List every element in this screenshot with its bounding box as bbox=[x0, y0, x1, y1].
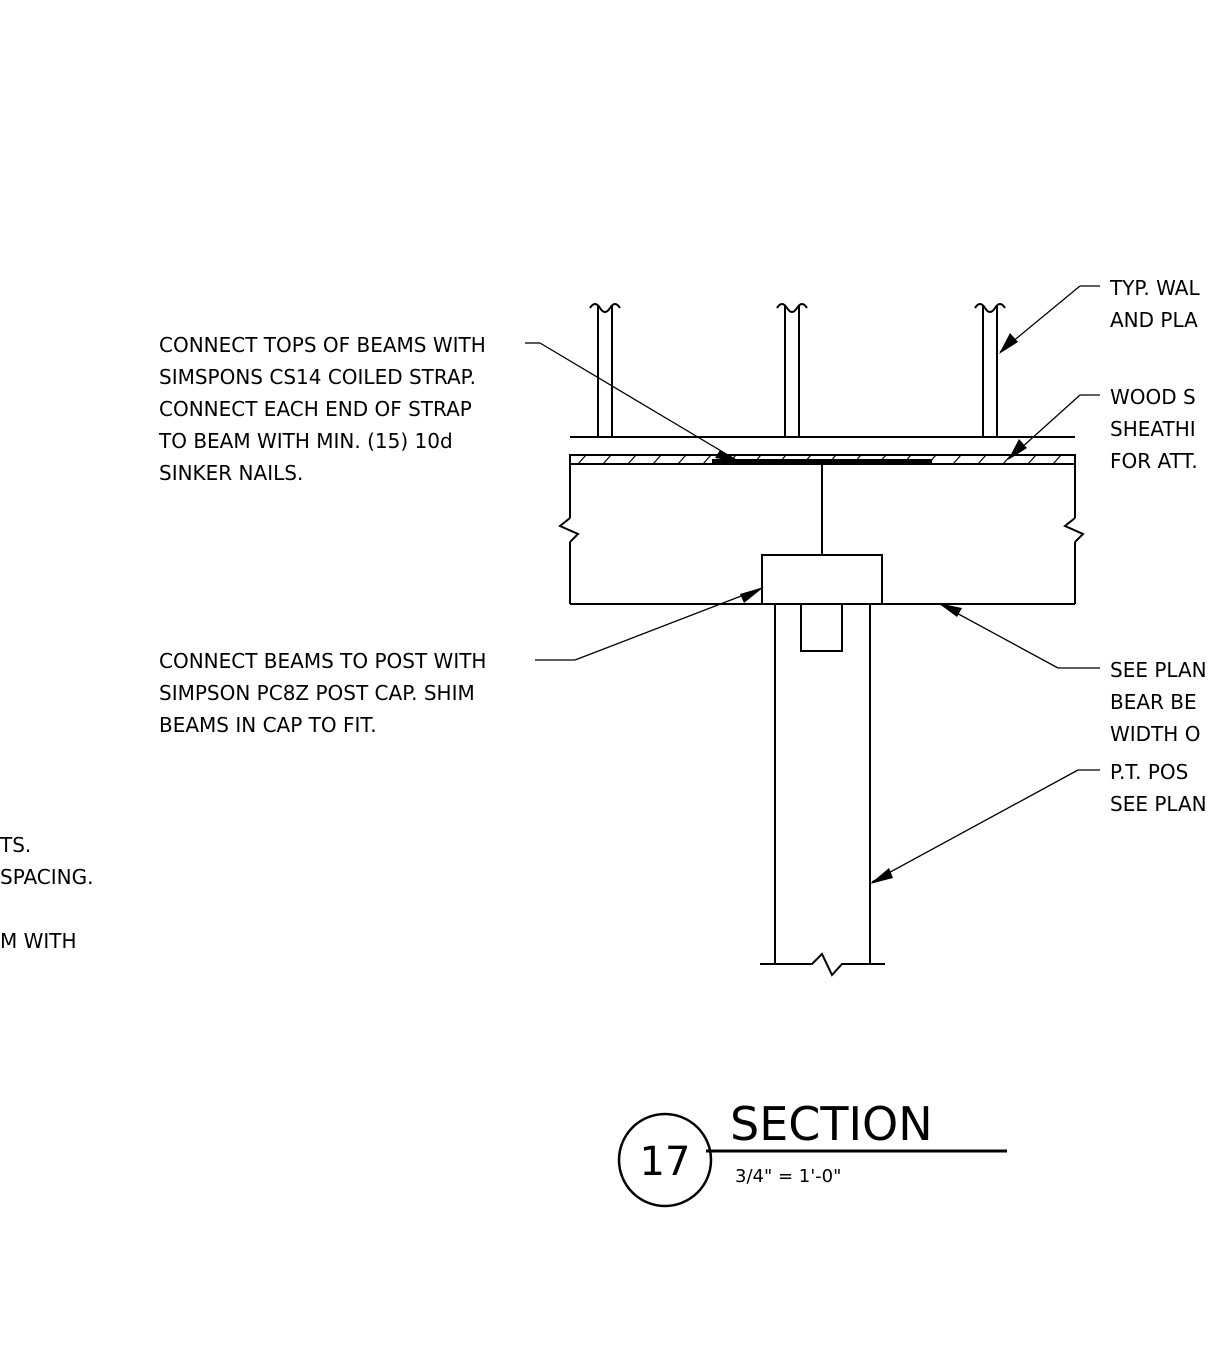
svg-text:SIMSPONS CS14 COILED STRAP.: SIMSPONS CS14 COILED STRAP. bbox=[159, 365, 476, 389]
svg-text:SEE PLAN: SEE PLAN bbox=[1110, 792, 1207, 816]
svg-text:SIMPSON PC8Z POST CAP. SHIM: SIMPSON PC8Z POST CAP. SHIM bbox=[159, 681, 475, 705]
svg-text:SINKER NAILS.: SINKER NAILS. bbox=[159, 461, 303, 485]
section-number-circle bbox=[617, 1112, 713, 1208]
note-wood-sheathing: WOOD S SHEATHI FOR ATT. bbox=[1110, 385, 1198, 473]
beams bbox=[558, 464, 1085, 605]
svg-text:BEAR BE: BEAR BE bbox=[1110, 690, 1197, 714]
leader-arrowheads bbox=[715, 333, 1027, 884]
note-cut-left: TS. SPACING. M WITH bbox=[0, 833, 94, 953]
note-pt-post: P.T. POS SEE PLAN bbox=[1110, 760, 1207, 816]
svg-text:M WITH: M WITH bbox=[0, 929, 77, 953]
svg-text:SEE PLAN: SEE PLAN bbox=[1110, 658, 1207, 682]
svg-text:CONNECT EACH END OF STRAP: CONNECT EACH END OF STRAP bbox=[159, 397, 472, 421]
svg-text:TS.: TS. bbox=[0, 833, 31, 857]
svg-text:AND PLA: AND PLA bbox=[1110, 308, 1198, 332]
svg-text:CONNECT TOPS OF BEAMS WITH: CONNECT TOPS OF BEAMS WITH bbox=[159, 333, 486, 357]
wall-studs bbox=[589, 303, 1006, 437]
section-title-block: 17 SECTION 3/4" = 1'-0" bbox=[617, 1097, 1007, 1208]
svg-text:BEAMS IN CAP TO FIT.: BEAMS IN CAP TO FIT. bbox=[159, 713, 377, 737]
section-label: SECTION bbox=[730, 1097, 933, 1151]
note-strap-connection: CONNECT TOPS OF BEAMS WITH SIMSPONS CS14… bbox=[158, 333, 486, 485]
note-beam-bearing: SEE PLAN BEAR BE WIDTH O bbox=[1110, 658, 1207, 746]
note-wall-studs: TYP. WAL AND PLA bbox=[1109, 276, 1200, 332]
svg-text:P.T. POS: P.T. POS bbox=[1110, 760, 1188, 784]
post bbox=[760, 604, 885, 977]
note-post-cap: CONNECT BEAMS TO POST WITH SIMPSON PC8Z … bbox=[159, 649, 486, 737]
section-number: 17 bbox=[640, 1139, 691, 1185]
svg-text:SPACING.: SPACING. bbox=[0, 865, 94, 889]
svg-text:TYP. WAL: TYP. WAL bbox=[1109, 276, 1200, 300]
svg-text:WIDTH O: WIDTH O bbox=[1110, 722, 1200, 746]
section-scale: 3/4" = 1'-0" bbox=[735, 1166, 841, 1187]
svg-text:CONNECT BEAMS TO POST WITH: CONNECT BEAMS TO POST WITH bbox=[159, 649, 486, 673]
svg-text:SHEATHI: SHEATHI bbox=[1110, 417, 1196, 441]
svg-text:WOOD S: WOOD S bbox=[1110, 385, 1196, 409]
post-cap bbox=[761, 554, 883, 652]
svg-text:TO BEAM WITH MIN. (15) 10d: TO BEAM WITH MIN. (15) 10d bbox=[158, 429, 453, 453]
svg-text:FOR ATT.: FOR ATT. bbox=[1110, 449, 1198, 473]
